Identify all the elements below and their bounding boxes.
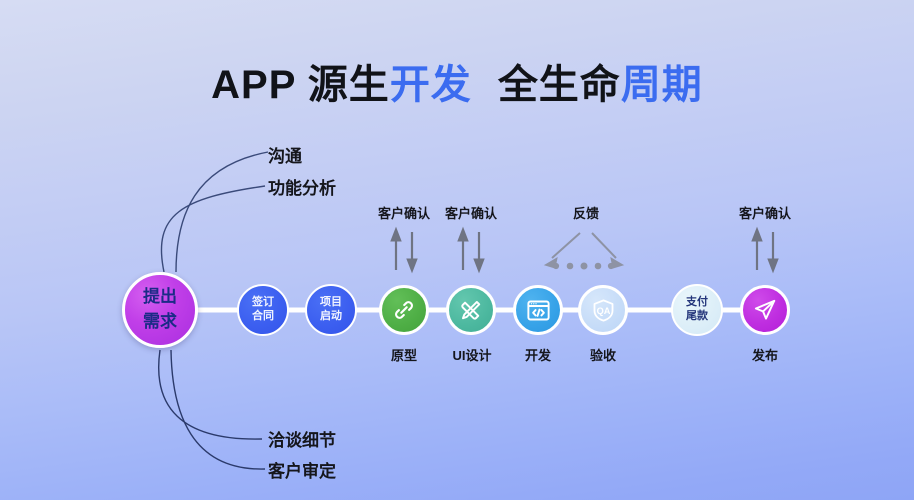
flow-node-release[interactable] [740, 285, 790, 335]
flow-node-acceptance-caption: 验收 [589, 348, 616, 363]
code-window-icon [525, 297, 552, 324]
title-part-4-highlight: 周期 [620, 63, 703, 107]
flow-node-contract-label: 签订 合同 [252, 296, 274, 322]
flow-node-develop-caption: 开发 [524, 348, 551, 363]
link-icon [391, 297, 417, 323]
branch-curves-top [160, 151, 269, 273]
title-part-1: APP 源生 [211, 63, 390, 107]
flow-node-prototype-caption: 原型 [390, 348, 417, 363]
flow-node-prototype[interactable] [379, 285, 429, 335]
flow-node-kickoff[interactable]: 项目 启动 [305, 284, 357, 336]
flow-node-uidesign[interactable] [446, 285, 496, 335]
page-title: APP 源生开发全生命周期 [0, 52, 914, 110]
flow-node-acceptance[interactable]: QA [578, 285, 628, 335]
flow-node-uidesign-caption: UI设计 [452, 348, 492, 363]
flow-node-payment-label: 支付 尾款 [686, 296, 708, 322]
arrows-confirm-prototype [390, 226, 418, 274]
arrows-confirm-uidesign [457, 226, 485, 274]
title-part-2-highlight: 开发 [389, 63, 472, 107]
flow-node-kickoff-label: 项目 启动 [320, 296, 342, 322]
arrows-confirm-payment [751, 226, 779, 274]
send-icon [752, 297, 778, 323]
flow-node-requirements-label: 提出 需求 [143, 287, 177, 331]
branch-curves-bottom [158, 349, 266, 470]
branch-label-bottom-1: 洽谈细节 [268, 431, 336, 450]
qa-shield-icon: QA [590, 297, 617, 324]
flow-node-release-caption: 发布 [751, 348, 778, 363]
pen-ruler-icon [458, 297, 484, 323]
svg-text:QA: QA [596, 306, 610, 316]
annotation-confirm-payment: 客户确认 [738, 206, 791, 221]
branch-label-bottom-2: 客户审定 [268, 462, 336, 481]
annotation-confirm-prototype: 客户确认 [377, 206, 430, 221]
title-part-3: 全生命 [497, 63, 621, 107]
flow-node-contract[interactable]: 签订 合同 [237, 284, 289, 336]
flow-node-requirements[interactable]: 提出 需求 [122, 272, 198, 348]
flow-node-payment[interactable]: 支付 尾款 [671, 284, 723, 336]
branch-label-top-2: 功能分析 [268, 179, 336, 198]
branch-label-top-1: 沟通 [268, 147, 302, 166]
arrows-feedback [543, 232, 625, 270]
annotation-feedback: 反馈 [572, 206, 599, 221]
annotation-confirm-uidesign: 客户确认 [444, 206, 497, 221]
flow-node-develop[interactable] [513, 285, 563, 335]
